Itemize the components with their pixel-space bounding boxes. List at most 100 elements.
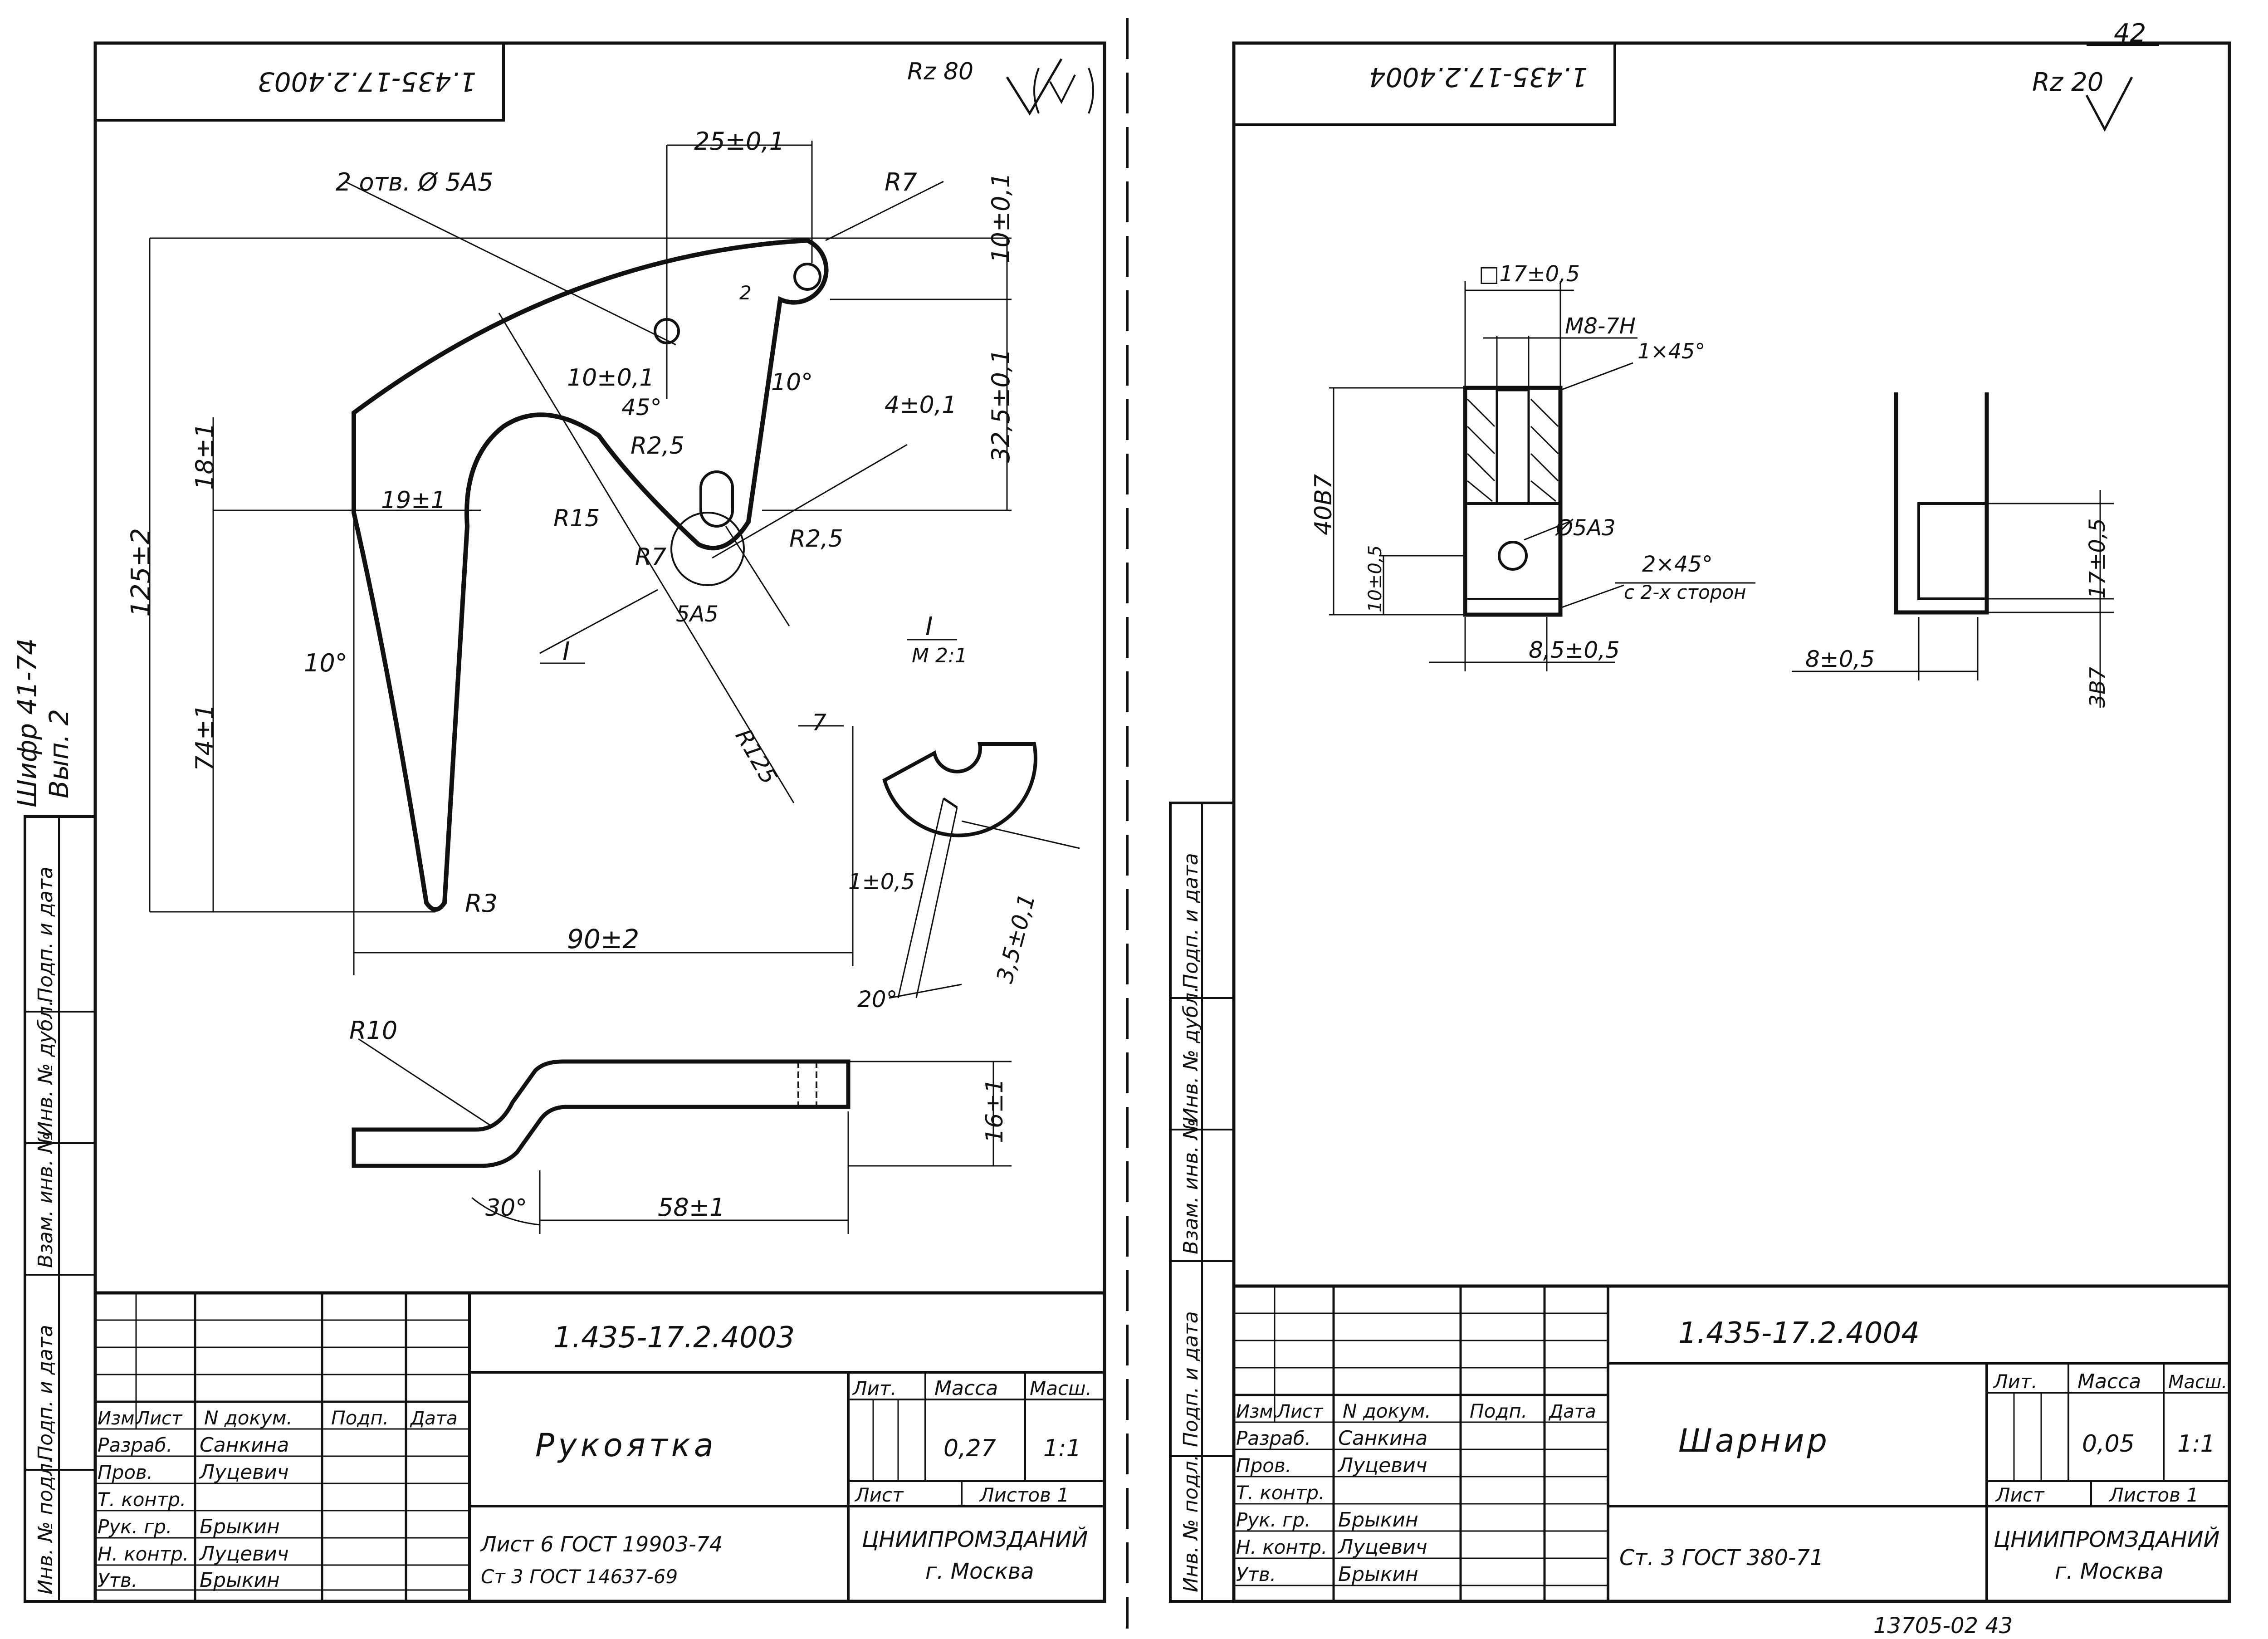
dim-58: 58±1	[658, 1193, 725, 1222]
staff-name: Брыкин	[200, 1569, 280, 1592]
left-roughness: Rz 80	[907, 58, 973, 85]
left-material-2: Ст 3 ГОСТ 14637-69	[481, 1566, 678, 1588]
right-roughness: Rz 20	[2032, 68, 2103, 97]
dim-20deg: 20°	[857, 986, 898, 1013]
right-title-block: Изм. Лист N докум. Подп. Дата Разраб. Са…	[1232, 1284, 2231, 1603]
dim-10-right: 10±0,1	[987, 172, 1015, 263]
staff-name: Луцевич	[1337, 1536, 1427, 1559]
dim-R7-mid: R7	[635, 543, 666, 571]
dim-2x45: 2×45°	[1642, 552, 1713, 577]
left-org-1: ЦНИИПРОМЗДАНИЙ	[862, 1526, 1088, 1552]
left-roughness-symbol-2	[1049, 74, 1076, 104]
right-stamp-label-3: Взам. инв. №	[1179, 1119, 1202, 1254]
staff-role: Н. контр.	[98, 1543, 189, 1565]
left-scale: 1:1	[1043, 1435, 1081, 1462]
right-org-2: г. Москва	[2055, 1559, 2164, 1584]
right-sheet: 1.435-17.2.4004 Rz 20 Подп. и дата Инв. …	[1169, 41, 2231, 1603]
dim-2: 2	[739, 282, 752, 304]
staff-role: Т. контр.	[98, 1488, 186, 1511]
dim-D5A3: Ø5А3	[1555, 515, 1616, 541]
right-scale: 1:1	[2177, 1430, 2215, 1458]
staff-role: Разраб.	[1236, 1427, 1311, 1449]
hdr-data: Дата	[410, 1408, 458, 1429]
staff-name: Брыкин	[1338, 1508, 1418, 1531]
left-stamp-label-5: Инв. № подл.	[34, 1457, 57, 1595]
dim-R10: R10	[349, 1016, 397, 1045]
hdr-massa: Масса	[934, 1377, 998, 1400]
staff-role: Рук. гр.	[98, 1516, 172, 1538]
hdr-ndoc: N докум.	[1343, 1400, 1431, 1422]
detail-I-outline	[882, 742, 1037, 837]
detail-I-view	[798, 725, 1080, 999]
dim-10deg-top: 10°	[771, 369, 813, 396]
dim-R7-top: R7	[885, 168, 917, 196]
dim-30deg: 30°	[485, 1194, 527, 1222]
staff-role: Утв.	[1236, 1563, 1276, 1585]
dim-10-mid: 10±0,1	[567, 364, 654, 391]
hdr-izm: Изм.	[1236, 1401, 1279, 1422]
dim-3B7: 3В7	[2085, 667, 2110, 708]
staff-name: Луцевич	[199, 1542, 289, 1566]
right-rotated-code-box	[1232, 42, 1616, 126]
detail-scale: М 2:1	[912, 644, 968, 667]
hdr-masht: Масш.	[2168, 1372, 2227, 1393]
issue-text: Вып. 2	[44, 709, 74, 798]
dim-10deg-left: 10°	[304, 649, 347, 677]
dim-17-0-5: 17±0,5	[2085, 518, 2110, 599]
left-org-2: г. Москва	[925, 1559, 1034, 1584]
right-stamp-label-2: Инв. № дубл.	[1179, 986, 1202, 1123]
dim-5A5: 5А5	[676, 602, 719, 627]
dim-40B7: 40В7	[1310, 474, 1337, 535]
right-title-block-frame	[1232, 1284, 2231, 1603]
hinge-side-slot	[1917, 502, 1988, 600]
staff-name: Брыкин	[1338, 1563, 1418, 1586]
dim-1: 1±0,5	[848, 869, 915, 895]
staff-role: Пров.	[98, 1461, 153, 1483]
handle-r7-arc	[670, 512, 745, 586]
dim-10-0-5: 10±0,5	[1365, 545, 1386, 612]
right-org-1: ЦНИИПРОМЗДАНИЙ	[1994, 1526, 2219, 1552]
right-mass: 0,05	[2082, 1430, 2135, 1458]
hinge-hatching	[1466, 398, 1559, 502]
staff-role: Пров.	[1236, 1454, 1291, 1477]
hinge-body	[1463, 386, 1563, 617]
left-rotated-code: 1.435-17.2.4003	[258, 66, 476, 97]
left-dimension-labels: 2 отв. Ø 5А5 25±0,1 R7 10±0,1 32,5±0,1 1…	[125, 127, 1041, 1222]
right-code: 1.435-17.2.4004	[1678, 1316, 1920, 1350]
dim-45deg: 45°	[621, 394, 662, 421]
hdr-podp: Подп.	[331, 1407, 389, 1429]
handle-slot	[699, 470, 734, 528]
left-sheets-count: Листов 1	[979, 1484, 1069, 1506]
right-rotated-code: 1.435-17.2.4004	[1369, 62, 1588, 93]
cipher-text: Шифр 41-74	[12, 638, 43, 807]
left-code: 1.435-17.2.4003	[553, 1321, 795, 1355]
dim-8-5: 8,5±0,5	[1529, 637, 1620, 663]
staff-role: Т. контр.	[1236, 1482, 1325, 1504]
left-side-stamp-column	[24, 815, 97, 1603]
staff-name: Санкина	[200, 1434, 289, 1457]
handle-outline	[352, 238, 829, 912]
right-stamp-label-5: Инв. № подл.	[1179, 1454, 1202, 1592]
right-title: Шарнир	[1678, 1422, 1830, 1459]
left-material-1: Лист 6 ГОСТ 19903-74	[480, 1532, 723, 1556]
staff-role: Рук. гр.	[1236, 1509, 1310, 1531]
hinge-thread	[1496, 389, 1530, 505]
staff-name: Брыкин	[200, 1515, 280, 1538]
dim-M8: М8-7Н	[1565, 313, 1636, 339]
right-sheets-count: Листов 1	[2108, 1484, 2199, 1506]
hdr-podp: Подп.	[1470, 1400, 1527, 1422]
bottom-stamp: 13705-02 43	[1873, 1613, 2013, 1639]
dim-R2-5-right: R2,5	[789, 525, 843, 553]
hdr-masht: Масш.	[1030, 1377, 1092, 1399]
dim-detail-ref: I	[562, 637, 570, 666]
staff-name: Луцевич	[1337, 1454, 1427, 1477]
hdr-list: Лист	[135, 1408, 183, 1429]
dim-4: 4±0,1	[885, 391, 957, 419]
left-title: Рукоятка	[535, 1427, 717, 1464]
right-stamp-label-1: Подп. и дата	[1179, 853, 1202, 989]
right-stamp-label-4: Подп. и дата	[1179, 1311, 1202, 1447]
left-stamp-label-1: Подп. и дата	[34, 866, 57, 1003]
staff-role: Н. контр.	[1236, 1536, 1327, 1558]
